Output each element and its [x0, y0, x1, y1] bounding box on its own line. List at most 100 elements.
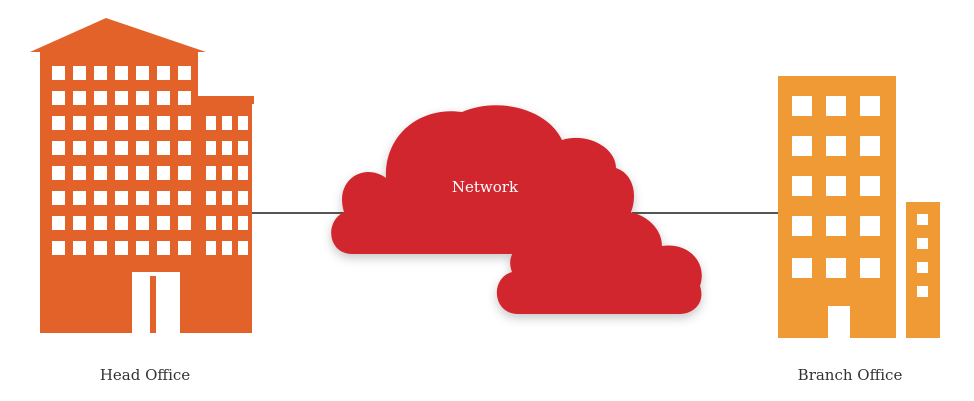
- head-office-window: [52, 91, 65, 105]
- head-office-window: [52, 141, 65, 155]
- head-office-window: [157, 141, 170, 155]
- head-office-window: [136, 141, 149, 155]
- head-office-window: [52, 216, 65, 230]
- network-label: Network: [451, 178, 519, 196]
- head-office-window: [238, 241, 248, 255]
- head-office-window: [52, 66, 65, 80]
- head-office-window: [206, 191, 216, 205]
- head-office-window: [136, 66, 149, 80]
- head-office-window: [238, 216, 248, 230]
- head-office-window: [94, 91, 107, 105]
- head-office-window: [178, 216, 191, 230]
- head-office-window: [94, 241, 107, 255]
- branch-office-window: [792, 136, 812, 156]
- head-office-window: [157, 116, 170, 130]
- branch-office-window: [792, 258, 812, 278]
- head-office-window: [206, 116, 216, 130]
- head-office-window: [73, 216, 86, 230]
- head-office-window: [115, 141, 128, 155]
- head-office-door-pillar: [150, 276, 156, 333]
- head-office-window: [136, 241, 149, 255]
- branch-office-window: [826, 176, 846, 196]
- head-office-window: [222, 116, 232, 130]
- head-office-window: [94, 66, 107, 80]
- head-office-window: [115, 166, 128, 180]
- branch-office-window: [860, 136, 880, 156]
- branch-office-window: [792, 96, 812, 116]
- head-office-window: [115, 191, 128, 205]
- head-office-window: [178, 241, 191, 255]
- head-office-window: [136, 91, 149, 105]
- network-cloud: [331, 105, 702, 314]
- head-office-window: [136, 191, 149, 205]
- head-office-window: [222, 241, 232, 255]
- head-office-roof: [30, 18, 206, 52]
- branch-office-window: [826, 96, 846, 116]
- branch-office-annex-window: [917, 238, 928, 249]
- head-office-window: [178, 166, 191, 180]
- head-office-window: [52, 166, 65, 180]
- head-office-window: [222, 166, 232, 180]
- head-office-window: [178, 116, 191, 130]
- head-office-window: [73, 241, 86, 255]
- head-office-window: [206, 216, 216, 230]
- branch-office-window: [860, 96, 880, 116]
- head-office-window: [115, 216, 128, 230]
- network-cloud-main: [331, 105, 634, 254]
- head-office-window: [73, 91, 86, 105]
- head-office-window: [157, 191, 170, 205]
- head-office-window: [178, 141, 191, 155]
- head-office-window: [136, 116, 149, 130]
- branch-office-window: [826, 136, 846, 156]
- head-office-window: [157, 216, 170, 230]
- head-office-window: [94, 141, 107, 155]
- branch-office-window: [792, 216, 812, 236]
- branch-office-window: [860, 258, 880, 278]
- head-office-window: [157, 91, 170, 105]
- head-office-window: [94, 216, 107, 230]
- branch-office-annex-window: [917, 262, 928, 273]
- head-office-window: [73, 166, 86, 180]
- head-office-window: [238, 141, 248, 155]
- head-office-window: [238, 191, 248, 205]
- head-office-window: [178, 66, 191, 80]
- branch-office-label: Branch Office: [797, 366, 903, 384]
- network-cloud-secondary: [496, 209, 702, 314]
- head-office-window: [52, 241, 65, 255]
- head-office-window: [206, 166, 216, 180]
- head-office-label: Head Office: [99, 366, 191, 384]
- head-office-window: [94, 191, 107, 205]
- head-office-side-cap: [190, 96, 254, 104]
- head-office-window: [206, 141, 216, 155]
- head-office-window: [115, 66, 128, 80]
- branch-office-building: [778, 76, 940, 338]
- branch-office-window: [860, 176, 880, 196]
- head-office-window: [115, 91, 128, 105]
- head-office-window: [157, 66, 170, 80]
- head-office-window: [238, 166, 248, 180]
- head-office-window: [115, 116, 128, 130]
- branch-office-annex-window: [917, 286, 928, 297]
- branch-office-window: [792, 176, 812, 196]
- head-office-window: [222, 141, 232, 155]
- branch-office-window: [826, 258, 846, 278]
- head-office-window: [136, 166, 149, 180]
- head-office-window: [157, 241, 170, 255]
- head-office-building: [30, 18, 254, 333]
- head-office-window: [238, 116, 248, 130]
- head-office-window: [73, 191, 86, 205]
- head-office-window: [94, 166, 107, 180]
- head-office-window: [178, 91, 191, 105]
- head-office-window: [222, 216, 232, 230]
- head-office-window: [115, 241, 128, 255]
- branch-office-door: [828, 306, 850, 338]
- branch-office-annex-window: [917, 214, 928, 225]
- branch-office-window: [860, 216, 880, 236]
- head-office-window: [206, 241, 216, 255]
- head-office-window: [52, 116, 65, 130]
- head-office-window: [157, 166, 170, 180]
- branch-office-window: [826, 216, 846, 236]
- head-office-window: [73, 116, 86, 130]
- head-office-window: [94, 116, 107, 130]
